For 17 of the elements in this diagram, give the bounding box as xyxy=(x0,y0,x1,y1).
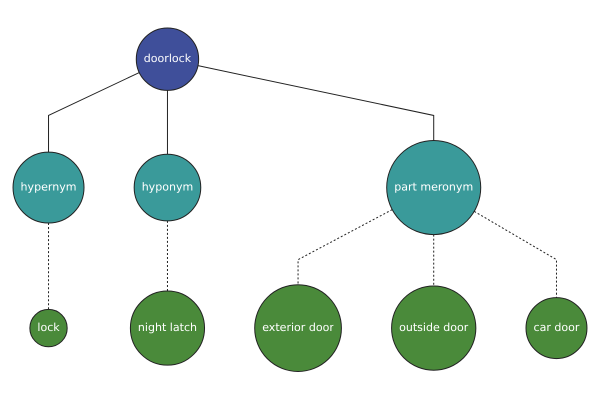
node-circle: doorlock xyxy=(136,28,200,92)
connector xyxy=(474,211,557,298)
node-circle: car door xyxy=(526,297,588,360)
node-circle: night latch xyxy=(130,290,206,366)
connector xyxy=(433,234,434,286)
node-circle: hyponym xyxy=(134,154,202,222)
node-circle: hypernym xyxy=(12,152,85,224)
connector xyxy=(166,90,168,154)
connector xyxy=(298,209,392,285)
node-circle: part meronym xyxy=(386,140,482,236)
connector xyxy=(48,72,140,152)
node-circle: exterior door xyxy=(254,284,342,372)
connector xyxy=(166,221,168,292)
connector xyxy=(48,223,50,310)
node-circle: lock xyxy=(29,309,68,348)
connector xyxy=(198,65,434,141)
node-circle: outside door xyxy=(391,286,476,371)
